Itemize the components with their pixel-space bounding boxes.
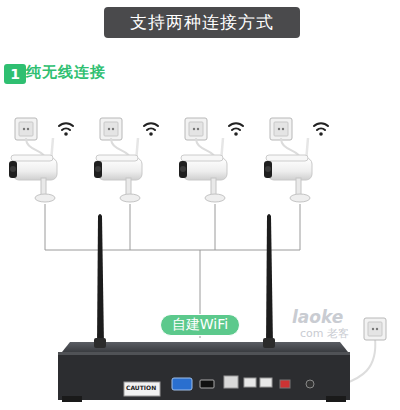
antenna — [263, 214, 275, 348]
step-number: 1 — [4, 64, 26, 84]
wifi-camera — [179, 118, 243, 202]
caution-sticker: CAUTION — [126, 385, 156, 392]
watermark: laoke — [292, 308, 343, 327]
node-text: 自建WiFi — [172, 316, 228, 334]
wifi-camera — [94, 118, 158, 202]
nvr-recorder — [58, 342, 350, 402]
link-lines — [45, 204, 300, 338]
title-bar: 支持两种连接方式 — [104, 7, 300, 38]
mode-heading: 纯无线连接 — [26, 64, 106, 81]
watermark: com 老客 — [300, 328, 349, 340]
node-text: 1 — [10, 66, 20, 82]
wifi-camera — [9, 118, 73, 202]
wifi-camera — [264, 118, 328, 202]
wifi-label-pill: 自建WiFi — [160, 314, 240, 336]
power-socket — [344, 318, 386, 384]
antenna — [94, 214, 106, 348]
title-text: 支持两种连接方式 — [130, 11, 274, 34]
